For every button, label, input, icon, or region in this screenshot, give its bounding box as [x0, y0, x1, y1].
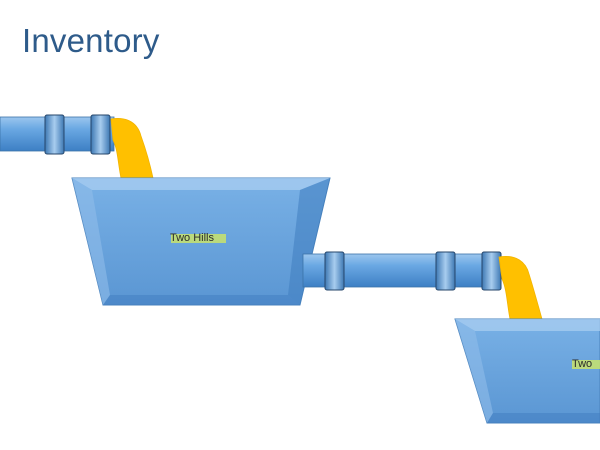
inlet-pipe — [0, 114, 115, 155]
tank-two: Two — [454, 318, 600, 424]
pipe-coupling — [44, 114, 65, 155]
tank-label: Two Hills — [170, 232, 215, 244]
pipe-coupling — [435, 251, 456, 291]
tank-two-hills: Two Hills — [71, 177, 331, 306]
pipe-coupling — [90, 114, 111, 155]
tank-label: Two — [572, 358, 592, 370]
pipe-coupling — [481, 251, 502, 291]
flow-stream — [110, 117, 154, 179]
pipe-coupling — [324, 251, 345, 291]
tank-label-highlight — [171, 234, 226, 243]
slide-title: Inventory — [22, 22, 160, 59]
transfer-pipe — [302, 251, 502, 291]
flow-stream — [498, 255, 543, 320]
tank-label-highlight — [572, 360, 600, 369]
